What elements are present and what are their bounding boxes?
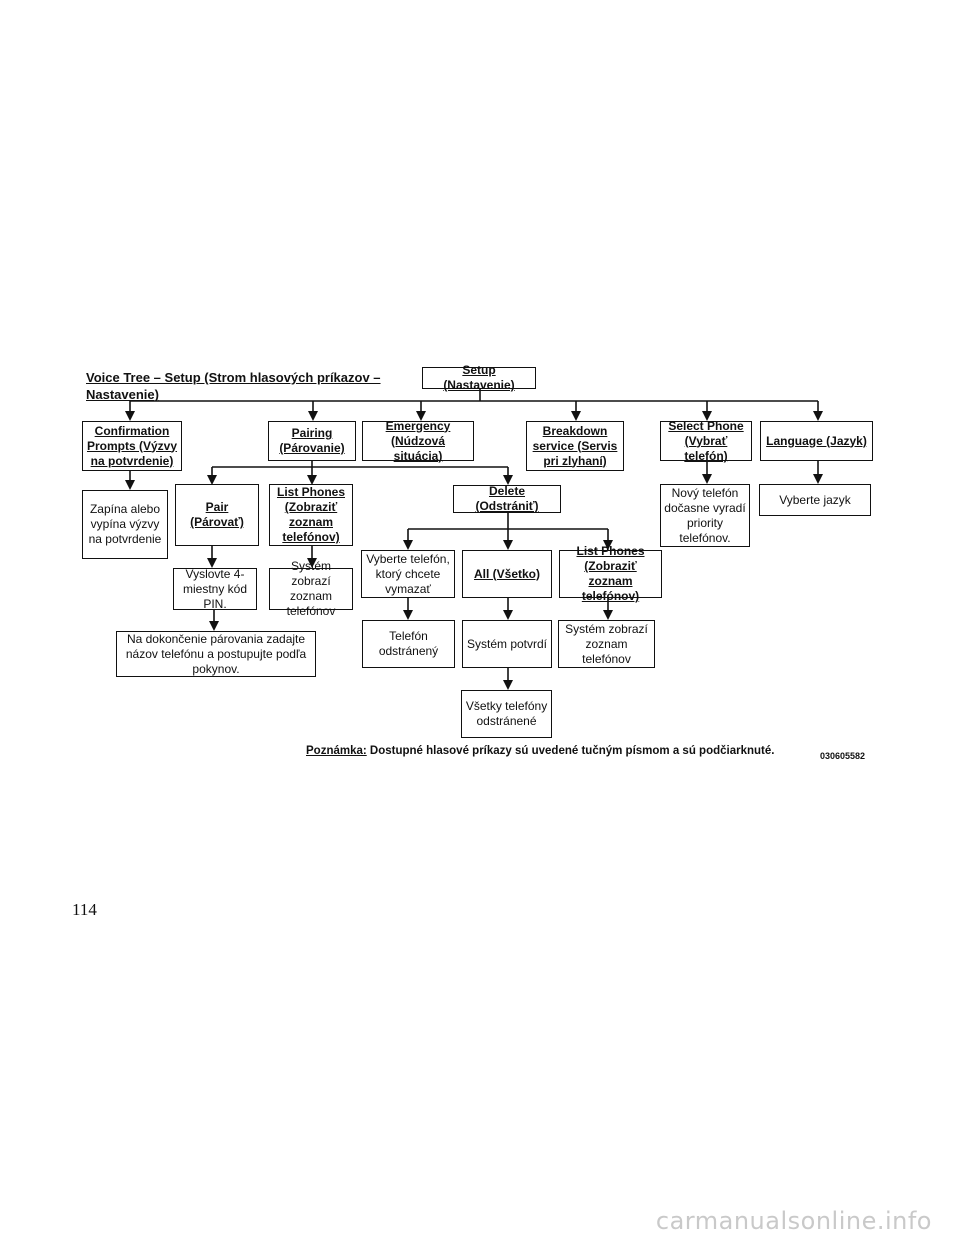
arrowhead-icon — [416, 411, 426, 421]
figure-code: 030605582 — [820, 751, 866, 761]
node-all-removed: Všetky telefóny odstránené — [461, 690, 552, 738]
node-pair-finish: Na dokončenie párovania zadajte názov te… — [116, 631, 316, 677]
footnote-label: Poznámka: — [306, 745, 367, 757]
node-list-description-1: Systém zobrazí zoznam telefónov — [269, 559, 353, 618]
arrowhead-icon — [603, 540, 613, 550]
node-select-phone: Select Phone (Vybrať telefón) — [660, 419, 752, 463]
node-system-confirms: Systém potvrdí — [462, 620, 552, 668]
arrowhead-icon — [308, 411, 318, 421]
footnote-text: Dostupné hlasové príkazy sú uvedené tučn… — [369, 745, 775, 757]
arrowhead-icon — [503, 680, 513, 690]
arrowhead-icon — [307, 558, 317, 568]
arrowhead-icon — [571, 411, 581, 421]
arrowhead-icon — [503, 610, 513, 620]
node-confirm-description: Zapína alebo vypína výzvy na potvrdenie — [82, 490, 168, 559]
arrowhead-icon — [307, 475, 317, 485]
arrowhead-icon — [125, 411, 135, 421]
arrowhead-icon — [209, 621, 219, 631]
arrowhead-icon — [207, 475, 217, 485]
node-language: Language (Jazyk) — [760, 421, 873, 461]
page-number: 114 — [72, 900, 97, 919]
node-list-description-2: Systém zobrazí zoznam telefónov — [558, 620, 655, 668]
node-list-phones-1: List Phones (Zobraziť zoznam telefónov) — [269, 484, 353, 546]
arrowhead-icon — [603, 610, 613, 620]
arrowhead-icon — [503, 475, 513, 485]
watermark: carmanualsonline.info — [655, 1207, 932, 1235]
arrowhead-icon — [403, 540, 413, 550]
node-emergency: Emergency (Núdzová situácia) — [362, 419, 474, 463]
node-select-description: Nový telefón dočasne vyradí priority tel… — [660, 484, 750, 547]
node-choose-phone: Vyberte telefón, ktorý chcete vymazať — [361, 550, 455, 598]
diagram-title: Voice Tree – Setup (Strom hlasových prík… — [86, 370, 381, 402]
arrowhead-icon — [813, 474, 823, 484]
node-pin: Vyslovte 4-miestny kód PIN. — [173, 567, 257, 611]
node-breakdown-service: Breakdown service (Servis pri zlyhaní) — [526, 421, 624, 471]
node-phone-removed: Telefón odstránený — [362, 620, 455, 668]
node-confirmation-prompts: Confirmation Prompts (Výzvy na potvrdeni… — [82, 421, 182, 471]
arrowhead-icon — [125, 480, 135, 490]
arrowhead-icon — [813, 411, 823, 421]
footnote: Poznámka: Dostupné hlasové príkazy sú uv… — [306, 745, 774, 757]
node-language-description: Vyberte jazyk — [759, 484, 871, 516]
node-list-phones-2: List Phones (Zobraziť zoznam telefónov) — [559, 544, 662, 603]
arrowhead-icon — [403, 610, 413, 620]
node-pair: Pair (Párovať) — [175, 484, 259, 546]
node-pairing: Pairing (Párovanie) — [268, 421, 356, 461]
node-setup: Setup (Nastavenie) — [422, 363, 536, 392]
arrowhead-icon — [207, 558, 217, 568]
node-all: All (Všetko) — [462, 550, 552, 598]
arrowhead-icon — [702, 411, 712, 421]
arrowhead-icon — [702, 474, 712, 484]
node-delete: Delete (Odstrániť) — [453, 484, 561, 513]
arrowhead-icon — [503, 540, 513, 550]
